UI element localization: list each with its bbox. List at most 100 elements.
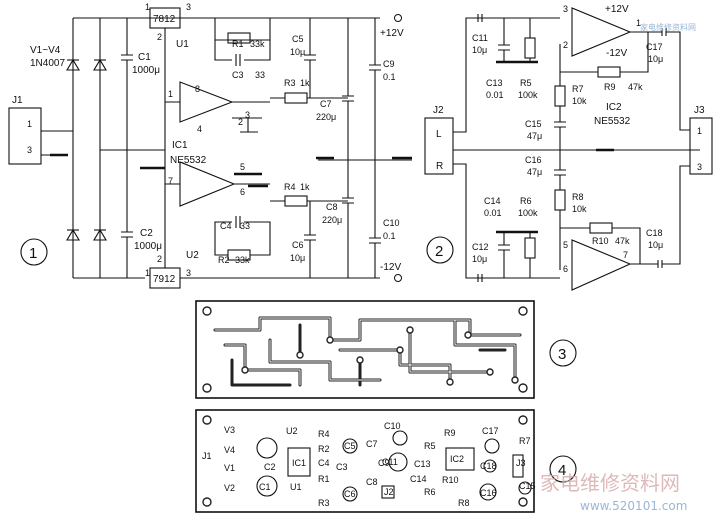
marker-2 (426, 236, 454, 264)
marker-4 (549, 455, 577, 483)
svg-text:V2: V2 (224, 483, 235, 493)
svg-text:C5: C5 (344, 441, 356, 451)
svg-text:C10: C10 (384, 421, 401, 431)
j2-connector (424, 117, 454, 175)
svg-text:1: 1 (29, 245, 37, 262)
svg-text:1: 1 (697, 126, 702, 136)
svg-text:10μ: 10μ (648, 54, 663, 64)
reg2-part: 7912 (153, 274, 176, 285)
svg-text:47k: 47k (615, 236, 630, 246)
svg-text:R1: R1 (232, 39, 244, 49)
svg-text:C11: C11 (472, 33, 488, 43)
svg-text:47μ: 47μ (527, 167, 542, 177)
watermark-cn: 家电维修资料网 (540, 471, 680, 495)
svg-text:C9: C9 (378, 458, 390, 468)
c1-ref: C1 (138, 52, 151, 63)
svg-text:C18: C18 (646, 228, 663, 238)
marker-3 (549, 339, 577, 367)
svg-text:33k: 33k (250, 39, 265, 49)
svg-text:R1: R1 (318, 474, 330, 484)
svg-text:1: 1 (145, 2, 150, 12)
svg-text:C7: C7 (320, 99, 332, 109)
svg-text:33: 33 (255, 70, 265, 80)
svg-text:C13: C13 (486, 78, 503, 88)
svg-text:C1: C1 (259, 482, 271, 492)
svg-text:R9: R9 (444, 428, 456, 438)
j1-label: J1 (12, 95, 23, 106)
svg-text:U1: U1 (290, 482, 302, 492)
ic2-opamp-b (571, 239, 632, 291)
svg-text:0.01: 0.01 (486, 90, 504, 100)
svg-text:C14: C14 (484, 196, 501, 206)
svg-text:1k: 1k (300, 182, 310, 192)
svg-text:R9: R9 (604, 82, 616, 92)
svg-text:J1: J1 (202, 451, 212, 461)
svg-text:220μ: 220μ (322, 215, 342, 225)
svg-text:C2: C2 (264, 462, 276, 472)
svg-text:4: 4 (197, 124, 202, 134)
svg-text:IC2: IC2 (450, 454, 464, 464)
svg-text:R10: R10 (442, 475, 459, 485)
ic1-ref: IC1 (172, 140, 188, 151)
svg-text:C14: C14 (410, 474, 427, 484)
svg-text:C10: C10 (383, 218, 400, 228)
svg-text:0.1: 0.1 (383, 72, 396, 82)
svg-text:3: 3 (558, 346, 566, 363)
svg-text:C17: C17 (482, 426, 499, 436)
c1-value: 1000μ (132, 65, 160, 76)
svg-text:R3: R3 (318, 498, 330, 508)
svg-text:3: 3 (563, 4, 568, 14)
svg-text:33k: 33k (235, 255, 250, 265)
svg-text:7: 7 (168, 176, 173, 186)
svg-text:10μ: 10μ (472, 254, 487, 264)
svg-text:100k: 100k (518, 208, 538, 218)
svg-text:1k: 1k (300, 78, 310, 88)
svg-text:8: 8 (195, 84, 200, 94)
j1-connector (8, 107, 42, 165)
svg-text:220μ: 220μ (316, 112, 336, 122)
svg-text:3: 3 (186, 268, 191, 278)
svg-text:10μ: 10μ (290, 253, 305, 263)
svg-text:R7: R7 (519, 436, 531, 446)
svg-text:R5: R5 (424, 441, 436, 451)
svg-text:3: 3 (186, 2, 191, 12)
svg-text:R6: R6 (520, 196, 532, 206)
j2-label: J2 (433, 105, 444, 116)
svg-text:2: 2 (563, 40, 568, 50)
watermark-top: 家电维修资料网 (640, 22, 696, 32)
svg-text:3: 3 (245, 110, 250, 120)
svg-text:1: 1 (168, 89, 173, 99)
svg-text:6: 6 (563, 264, 568, 274)
svg-text:C4: C4 (318, 458, 330, 468)
svg-text:C6: C6 (292, 240, 304, 250)
svg-text:C3: C3 (232, 70, 244, 80)
j1-pin3: 3 (27, 145, 32, 155)
svg-text:C6: C6 (344, 489, 356, 499)
svg-text:C15: C15 (519, 481, 536, 491)
svg-text:2: 2 (157, 254, 162, 264)
svg-text:R3: R3 (284, 78, 296, 88)
svg-text:5: 5 (240, 162, 245, 172)
svg-text:C9: C9 (383, 59, 395, 69)
svg-text:10k: 10k (572, 204, 587, 214)
svg-text:10μ: 10μ (290, 47, 305, 57)
j3-label: J3 (694, 105, 705, 116)
svg-text:C15: C15 (525, 119, 542, 129)
reg1-ref: U1 (176, 39, 189, 50)
svg-text:R4: R4 (318, 429, 330, 439)
ic2-part: NE5532 (594, 116, 631, 127)
ic2-opamp-a (571, 7, 632, 57)
svg-text:R2: R2 (318, 444, 330, 454)
reg1-part: 7812 (153, 14, 176, 25)
svg-text:C3: C3 (336, 462, 348, 472)
svg-text:R: R (436, 161, 443, 172)
svg-text:R7: R7 (572, 84, 584, 94)
rectifier-ref: V1~V4 (30, 45, 61, 56)
svg-text:100k: 100k (518, 90, 538, 100)
svg-text:4: 4 (558, 462, 566, 479)
svg-text:R8: R8 (458, 498, 470, 508)
reg2-ref: U2 (186, 250, 199, 261)
svg-text:6: 6 (240, 187, 245, 197)
ic2-ref: IC2 (606, 102, 622, 113)
svg-text:2: 2 (435, 243, 443, 260)
